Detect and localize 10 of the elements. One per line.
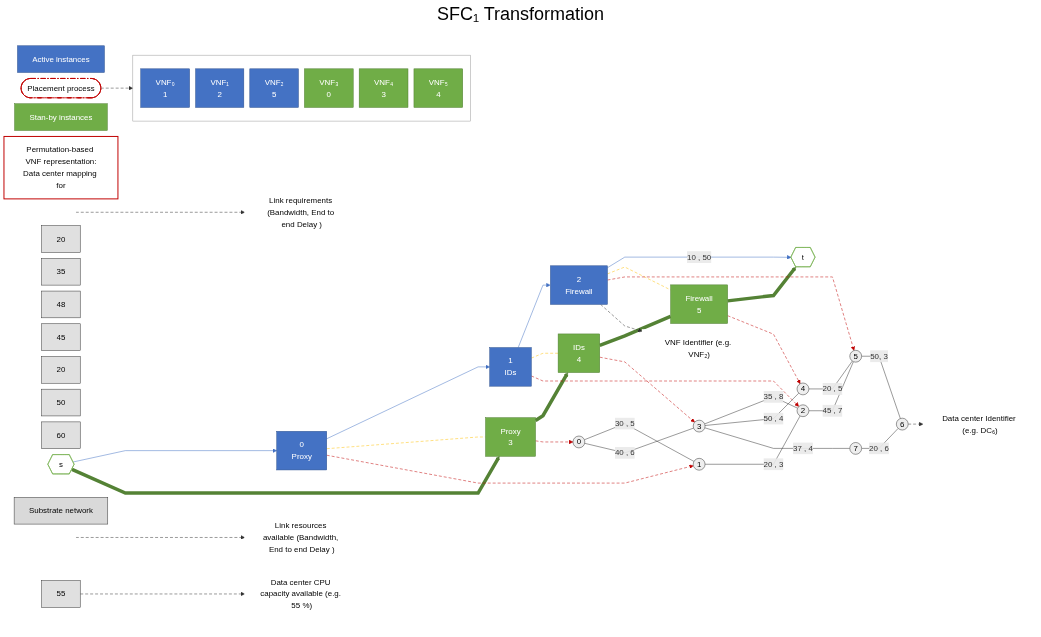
connector — [704, 427, 851, 449]
connector — [704, 415, 801, 465]
connector — [584, 427, 694, 454]
arrow — [534, 372, 569, 423]
connector — [599, 314, 672, 347]
cluster — [132, 54, 471, 122]
connector — [861, 355, 901, 419]
arrow — [727, 266, 797, 303]
arrow — [71, 456, 500, 495]
diagram-title: SFC₁ Transformation — [435, 4, 606, 26]
